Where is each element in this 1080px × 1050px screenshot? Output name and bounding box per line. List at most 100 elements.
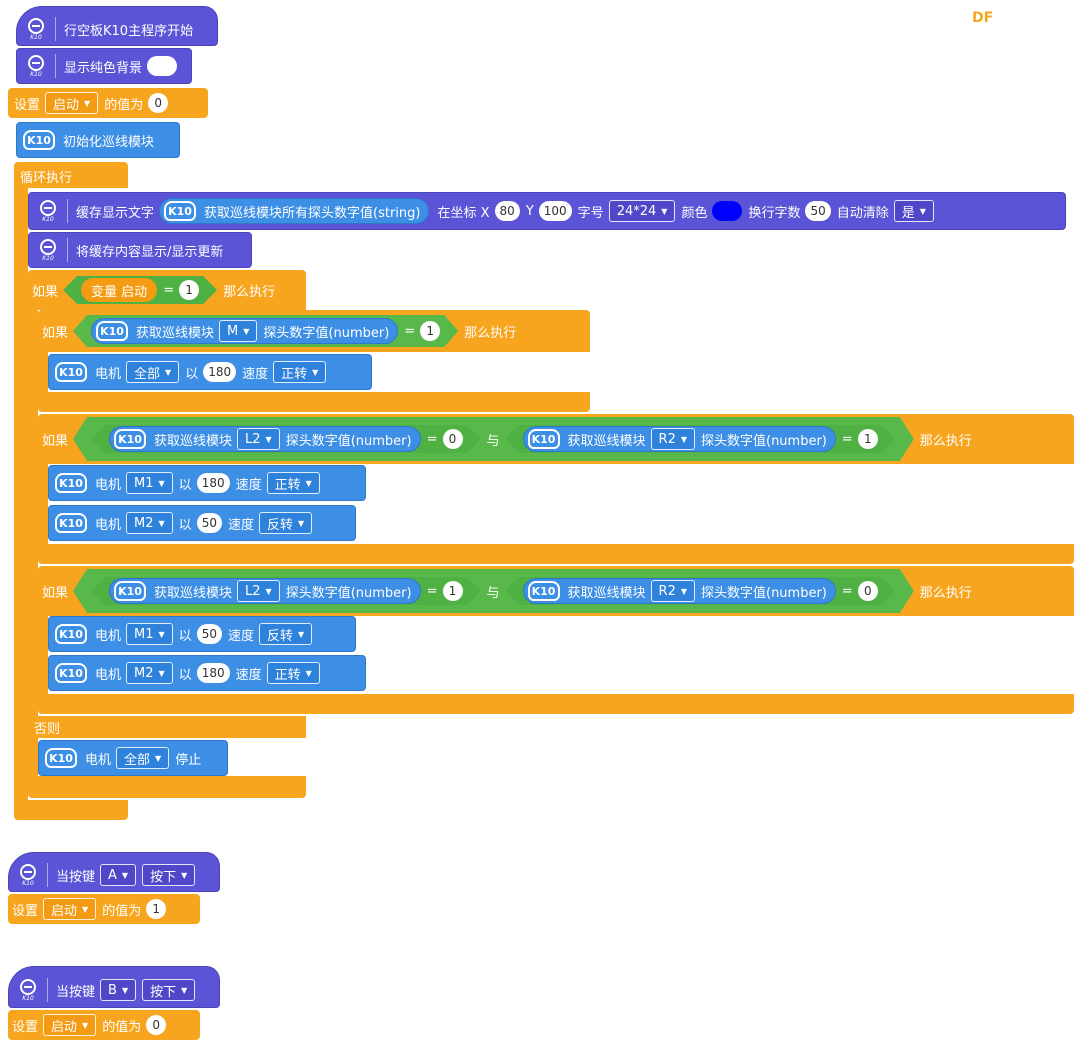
- auto-clear-dropdown[interactable]: 是▼: [893, 200, 934, 222]
- motor-dropdown[interactable]: M1▼: [126, 623, 173, 645]
- k10-icon: K10: [114, 429, 146, 449]
- key-action-dropdown[interactable]: 按下▼: [142, 864, 196, 886]
- motor-m1-block[interactable]: K10 电机 M1▼ 以 180 速度 正转▼: [48, 465, 366, 501]
- variable-ref: 启动: [121, 284, 148, 300]
- motor-dropdown[interactable]: M1▼: [126, 472, 173, 494]
- block-separator: [55, 54, 56, 78]
- if1-arm: [38, 352, 48, 392]
- init-line-label: 初始化巡线模块: [63, 134, 155, 150]
- caret-down-icon: ▼: [661, 206, 668, 216]
- motor-stop-block[interactable]: K10 电机 全部▼ 停止: [38, 740, 228, 776]
- speed-input[interactable]: 180: [196, 473, 230, 493]
- k10-board-icon: K10: [17, 977, 39, 1003]
- left-compare[interactable]: K10 获取巡线模块 L2▼ 探头数字值(number) = 0: [91, 425, 480, 453]
- background-color-swatch[interactable]: [147, 56, 178, 76]
- left-probe-dropdown[interactable]: L2▼: [237, 580, 280, 602]
- and-condition[interactable]: K10 获取巡线模块 L2▼ 探头数字值(number) = 1 与 K10 获…: [73, 569, 914, 613]
- left-probe-reporter[interactable]: K10 获取巡线模块 L2▼ 探头数字值(number): [109, 578, 421, 604]
- motor-m2-block[interactable]: K10 电机 M2▼ 以 180 速度 正转▼: [48, 655, 366, 691]
- probe-dropdown[interactable]: M▼: [219, 320, 257, 342]
- variable-dropdown[interactable]: 启动▼: [45, 92, 99, 114]
- key-dropdown[interactable]: B▼: [100, 979, 137, 1001]
- auto-clear-value: 是: [901, 205, 915, 221]
- speed-input[interactable]: 50: [196, 513, 222, 533]
- value-input[interactable]: 0: [146, 1015, 167, 1035]
- speed-input[interactable]: 180: [196, 663, 230, 683]
- variable-dropdown[interactable]: 启动▼: [43, 1014, 97, 1036]
- motor-dropdown[interactable]: 全部▼: [126, 361, 180, 383]
- speed-label: 速度: [242, 366, 269, 382]
- motor-value: M1: [134, 475, 154, 491]
- motor-dropdown[interactable]: M2▼: [126, 662, 173, 684]
- k10-main-start-block[interactable]: K10 行空板K10主程序开始: [16, 6, 218, 46]
- probe-label: 探头数字值(number): [285, 585, 412, 601]
- motor-dropdown[interactable]: M2▼: [126, 512, 173, 534]
- wrap-label: 换行字数: [748, 205, 801, 221]
- get-all-probes-reporter[interactable]: K10 获取巡线模块所有探头数字值(string): [159, 198, 430, 224]
- key-a-pressed-block[interactable]: K10 当按键 A▼ 按下▼: [8, 852, 220, 892]
- motor-dropdown[interactable]: 全部▼: [116, 747, 170, 769]
- left-probe-reporter[interactable]: K10 获取巡线模块 L2▼ 探头数字值(number): [109, 426, 421, 452]
- and-condition[interactable]: K10 获取巡线模块 L2▼ 探头数字值(number) = 0 与 K10 获…: [73, 417, 914, 461]
- right-compare-input[interactable]: 0: [858, 581, 878, 601]
- if-l2-r2-reverse-block[interactable]: 如果 K10 获取巡线模块 L2▼ 探头数字值(number) = 1 与 K1…: [38, 566, 1074, 616]
- right-probe-reporter[interactable]: K10 获取巡线模块 R2▼ 探头数字值(number): [523, 578, 836, 604]
- loop-block[interactable]: [14, 162, 128, 188]
- init-line-module-block[interactable]: K10 初始化巡线模块: [16, 122, 180, 158]
- probe-reporter[interactable]: K10 获取巡线模块 M▼ 探头数字值(number): [91, 318, 398, 344]
- right-probe-dropdown[interactable]: R2▼: [651, 580, 695, 602]
- key-action-dropdown[interactable]: 按下▼: [142, 979, 196, 1001]
- if-l2-r2-block[interactable]: 如果 K10 获取巡线模块 L2▼ 探头数字值(number) = 0 与 K1…: [38, 414, 1074, 464]
- value-input[interactable]: 1: [146, 899, 167, 919]
- text-color-swatch[interactable]: [712, 201, 743, 221]
- variable-dropdown[interactable]: 启动▼: [43, 898, 97, 920]
- cache-display-text-block[interactable]: K10 缓存显示文字 K10 获取巡线模块所有探头数字值(string) 在坐标…: [28, 192, 1066, 230]
- variable-reporter[interactable]: 变量 启动: [81, 278, 157, 302]
- variable-compare[interactable]: 变量 启动 = 1: [63, 276, 217, 304]
- motor-m2-block[interactable]: K10 电机 M2▼ 以 50 速度 反转▼: [48, 505, 356, 541]
- probe-compare[interactable]: K10 获取巡线模块 M▼ 探头数字值(number) = 1: [73, 315, 458, 347]
- and-label: 与: [486, 433, 500, 449]
- y-input[interactable]: 100: [538, 201, 572, 221]
- left-probe-dropdown[interactable]: L2▼: [237, 428, 280, 450]
- outer-if-block[interactable]: 如果 变量 启动 = 1 那么执行: [28, 270, 306, 310]
- set-variable-block[interactable]: 设置 启动▼ 的值为 0: [8, 88, 208, 118]
- wrap-input[interactable]: 50: [805, 201, 831, 221]
- value-input[interactable]: 0: [148, 93, 169, 113]
- get-all-label: 获取巡线模块所有探头数字值(string): [204, 205, 421, 221]
- right-probe-reporter[interactable]: K10 获取巡线模块 R2▼ 探头数字值(number): [523, 426, 836, 452]
- motor-all-block[interactable]: K10 电机 全部▼ 以 180 速度 正转▼: [48, 354, 372, 390]
- direction-dropdown[interactable]: 反转▼: [258, 512, 313, 534]
- probe-label: 探头数字值(number): [285, 433, 412, 449]
- if-probe-m-block[interactable]: 如果 K10 获取巡线模块 M▼ 探头数字值(number) = 1 那么执行: [38, 310, 590, 352]
- right-compare-input[interactable]: 1: [858, 429, 878, 449]
- direction-dropdown[interactable]: 正转▼: [266, 472, 320, 494]
- key-dropdown[interactable]: A▼: [100, 864, 137, 886]
- if2-bottom: [38, 544, 1074, 564]
- x-input[interactable]: 80: [494, 201, 520, 221]
- motor-m1-block[interactable]: K10 电机 M1▼ 以 50 速度 反转▼: [48, 616, 356, 652]
- when-key-label: 当按键: [56, 984, 96, 1000]
- set-variable-block[interactable]: 设置 启动▼ 的值为 1: [8, 894, 200, 924]
- direction-dropdown[interactable]: 反转▼: [258, 623, 313, 645]
- right-compare[interactable]: K10 获取巡线模块 R2▼ 探头数字值(number) = 0: [505, 577, 896, 605]
- caret-down-icon: ▼: [158, 668, 165, 678]
- direction-dropdown[interactable]: 正转▼: [266, 662, 320, 684]
- right-probe-dropdown[interactable]: R2▼: [651, 428, 695, 450]
- right-compare[interactable]: K10 获取巡线模块 R2▼ 探头数字值(number) = 1: [505, 425, 896, 453]
- set-variable-block[interactable]: 设置 启动▼ 的值为 0: [8, 1010, 200, 1040]
- show-background-block[interactable]: K10 显示纯色背景: [16, 48, 192, 84]
- speed-input[interactable]: 180: [203, 362, 237, 382]
- left-compare-input[interactable]: 1: [443, 581, 463, 601]
- compare-input[interactable]: 1: [420, 321, 440, 341]
- left-compare-input[interactable]: 0: [443, 429, 463, 449]
- compare-input[interactable]: 1: [179, 280, 199, 300]
- speed-input[interactable]: 50: [196, 624, 222, 644]
- key-b-pressed-block[interactable]: K10 当按键 B▼ 按下▼: [8, 966, 220, 1008]
- motor-label: 电机: [85, 752, 112, 768]
- show-cache-block[interactable]: K10 将缓存内容显示/显示更新: [28, 232, 252, 268]
- font-size-dropdown[interactable]: 24*24▼: [608, 200, 676, 222]
- left-compare[interactable]: K10 获取巡线模块 L2▼ 探头数字值(number) = 1: [91, 577, 480, 605]
- direction-dropdown[interactable]: 正转▼: [273, 361, 327, 383]
- coord-y-label: Y: [525, 203, 534, 219]
